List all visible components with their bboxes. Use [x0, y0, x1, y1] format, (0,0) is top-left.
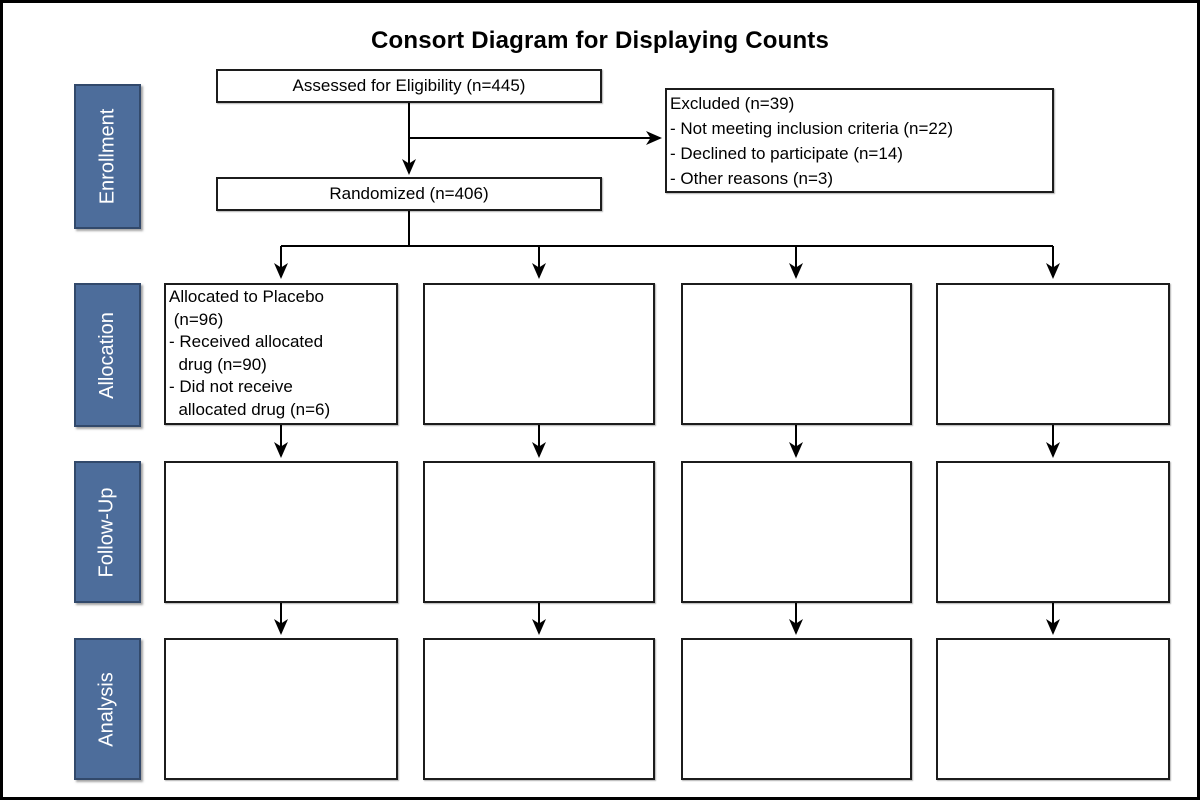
stage-label-followup-text: Follow-Up: [96, 486, 118, 578]
analysis-box-3: [681, 638, 912, 780]
excluded-box-line: Excluded (n=39): [670, 94, 795, 113]
allocation-box-1: Allocated to Placebo (n=96) - Received a…: [164, 283, 398, 425]
followup-box-4: [936, 461, 1170, 603]
randomized-box-text: Randomized (n=406): [329, 184, 489, 203]
allocation-box-2: [423, 283, 655, 425]
excluded-box-line: - Declined to participate (n=14): [670, 144, 903, 163]
stage-label-allocation: Allocation: [74, 283, 141, 427]
allocation-box-1-line: drug (n=90): [169, 354, 267, 374]
diagram-title: Consort Diagram for Displaying Counts: [370, 27, 830, 54]
stage-label-analysis: Analysis: [74, 638, 141, 780]
stage-label-analysis-text: Analysis: [96, 671, 119, 747]
stage-label-followup: Follow-Up: [74, 461, 141, 603]
allocation-box-1-line: (n=96): [169, 309, 224, 329]
allocation-box-1-line: Allocated to Placebo: [169, 287, 324, 306]
analysis-box-2: [423, 638, 655, 780]
allocation-box-4: [936, 283, 1170, 425]
assessed-box: Assessed for Eligibility (n=445): [216, 69, 602, 103]
assessed-box-text: Assessed for Eligibility (n=445): [292, 76, 526, 95]
allocation-box-3: [681, 283, 912, 425]
excluded-box-line: - Other reasons (n=3): [670, 169, 833, 188]
allocation-box-1-line: - Did not receive: [169, 377, 293, 396]
analysis-box-4: [936, 638, 1170, 780]
followup-box-3: [681, 461, 912, 603]
allocation-box-1-line: - Received allocated: [169, 332, 324, 351]
followup-box-1: [164, 461, 398, 603]
excluded-box-line: - Not meeting inclusion criteria (n=22): [670, 119, 953, 138]
followup-box-2: [423, 461, 655, 603]
allocation-box-1-line: allocated drug (n=6): [169, 399, 331, 419]
stage-label-allocation-text: Allocation: [96, 311, 118, 399]
stage-label-enrollment: Enrollment: [74, 84, 141, 229]
stage-label-enrollment-text: Enrollment: [96, 108, 119, 205]
excluded-box: Excluded (n=39) - Not meeting inclusion …: [665, 88, 1054, 193]
randomized-box: Randomized (n=406): [216, 177, 602, 211]
analysis-box-1: [164, 638, 398, 780]
